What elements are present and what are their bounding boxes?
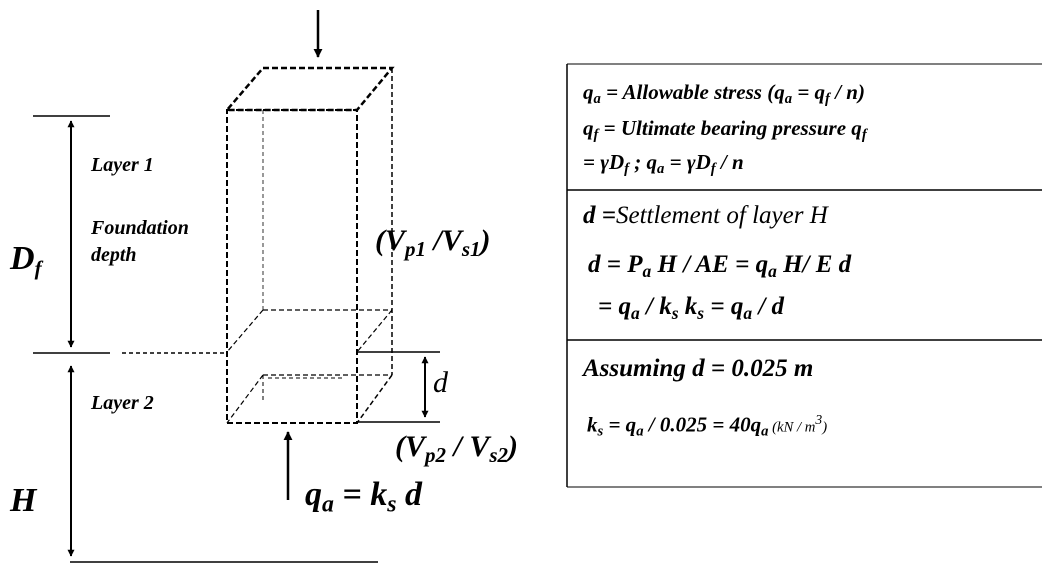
qa-a: a xyxy=(322,491,334,518)
v2-p: p2 xyxy=(425,442,446,467)
v1-close: ) xyxy=(480,224,491,257)
box1-line3: = γDf ; qa = γDf / n xyxy=(583,152,744,177)
box3-l2-t4: / 0.025 = 40q xyxy=(643,412,762,437)
box1-l3-t6: / n xyxy=(715,150,744,174)
box1-l2-t0: q xyxy=(583,116,594,140)
box3-l2-t6: (kN / m xyxy=(768,419,816,436)
box1-l3-t3: a xyxy=(657,161,665,178)
qa-mid: = k xyxy=(333,476,388,513)
box1-l1-t4: = q xyxy=(792,80,826,104)
v2-label: (Vp2 / Vs2) xyxy=(395,432,518,466)
df-sub: f xyxy=(34,255,42,280)
box1-line1: qa = Allowable stress (qa = qf / n) xyxy=(583,82,865,107)
box2-l3-t4: k xyxy=(678,293,698,320)
box1-line2: qf = Ultimate bearing pressure qf xyxy=(583,118,867,143)
v1-label: (Vp1 /Vs1) xyxy=(375,226,491,260)
qa-s: s xyxy=(387,491,397,518)
foundation-depth-label: Foundation depth xyxy=(91,217,189,266)
box1-l2-t2: = Ultimate bearing pressure q xyxy=(598,116,862,140)
layer2-label: Layer 2 xyxy=(91,392,154,414)
v1-open: (V xyxy=(375,224,405,257)
layer1-label: Layer 1 xyxy=(91,154,154,176)
box3-l2-t8: ) xyxy=(822,419,828,436)
block-top-face xyxy=(224,66,395,112)
box2-l1-t2: Settlement of layer H xyxy=(616,202,828,229)
qa-equation-label: qa = ks d xyxy=(305,478,422,517)
box2-l2-t2: H / AE = q xyxy=(651,251,769,278)
df-label: Df xyxy=(10,242,42,279)
box2-l3-t0: = q xyxy=(598,293,631,320)
v1-slash: /V xyxy=(426,224,462,257)
d-label: d xyxy=(433,366,448,399)
v2-open: (V xyxy=(395,430,425,463)
box2-l2-t3: a xyxy=(768,260,777,281)
box1-l1-t5: f xyxy=(825,91,830,108)
box3-l2-t5: a xyxy=(761,423,769,440)
v2-slash: / V xyxy=(446,430,490,463)
v2-s: s2 xyxy=(489,442,509,467)
box1-l1-t1: a xyxy=(593,91,601,108)
box2-l1-t1: = xyxy=(595,202,616,229)
box2-line1: d =Settlement of layer H xyxy=(583,203,828,228)
v1-p: p1 xyxy=(405,236,426,261)
box1-l2-t1: f xyxy=(593,127,599,144)
box2-l2-t0: d = P xyxy=(588,251,643,278)
box2-line2: d = Pa H / AE = qa H/ E d xyxy=(588,252,851,280)
h-label: H xyxy=(10,482,37,519)
box2-l3-t2: / k xyxy=(639,293,672,320)
box1-l3-t4: = γD xyxy=(664,150,711,174)
v2-close: ) xyxy=(508,430,519,463)
box2-l3-t1: a xyxy=(631,302,640,323)
box1-l1-t2: = Allowable stress (q xyxy=(600,80,785,104)
box1-l3-t5: f xyxy=(710,161,716,178)
box3-l2-t1: s xyxy=(597,423,604,440)
box1-l3-t2: ; q xyxy=(629,150,658,174)
box2-l3-t6: = q xyxy=(704,293,744,320)
box2-l3-t3: s xyxy=(671,302,679,323)
box1-l3-t1: f xyxy=(624,161,630,178)
box3-line2: ks = qa / 0.025 = 40qa (kN / m3) xyxy=(587,413,827,439)
v1-s: s1 xyxy=(461,236,481,261)
box1-l1-t0: q xyxy=(583,80,594,104)
box2-l3-t7: a xyxy=(743,302,753,323)
box3-l2-t2: = q xyxy=(603,412,637,437)
box2-l3-t5: s xyxy=(697,302,705,323)
box3-l2-t0: k xyxy=(587,412,598,437)
box2-l2-t1: a xyxy=(642,260,652,281)
box2-line3: = qa / ks ks = qa / d xyxy=(598,294,784,322)
box2-l1-t0: d xyxy=(583,202,596,229)
box2-l3-t8: / d xyxy=(752,293,785,320)
box1-l1-t3: a xyxy=(784,91,793,108)
box1-l3-t0: = γD xyxy=(583,150,625,174)
box1-l1-t6: / n) xyxy=(829,80,865,104)
box1-l2-t3: f xyxy=(861,127,867,144)
box3-line1: Assuming d = 0.025 m xyxy=(583,355,814,382)
qa-end: d xyxy=(396,476,423,513)
df-main: D xyxy=(10,240,35,277)
block-front-face xyxy=(226,109,358,424)
qa-q: q xyxy=(305,476,322,513)
box3-l2-t3: a xyxy=(636,423,644,440)
box3-l2-t7: 3 xyxy=(815,412,823,427)
box2-l2-t4: H/ E d xyxy=(776,251,852,278)
